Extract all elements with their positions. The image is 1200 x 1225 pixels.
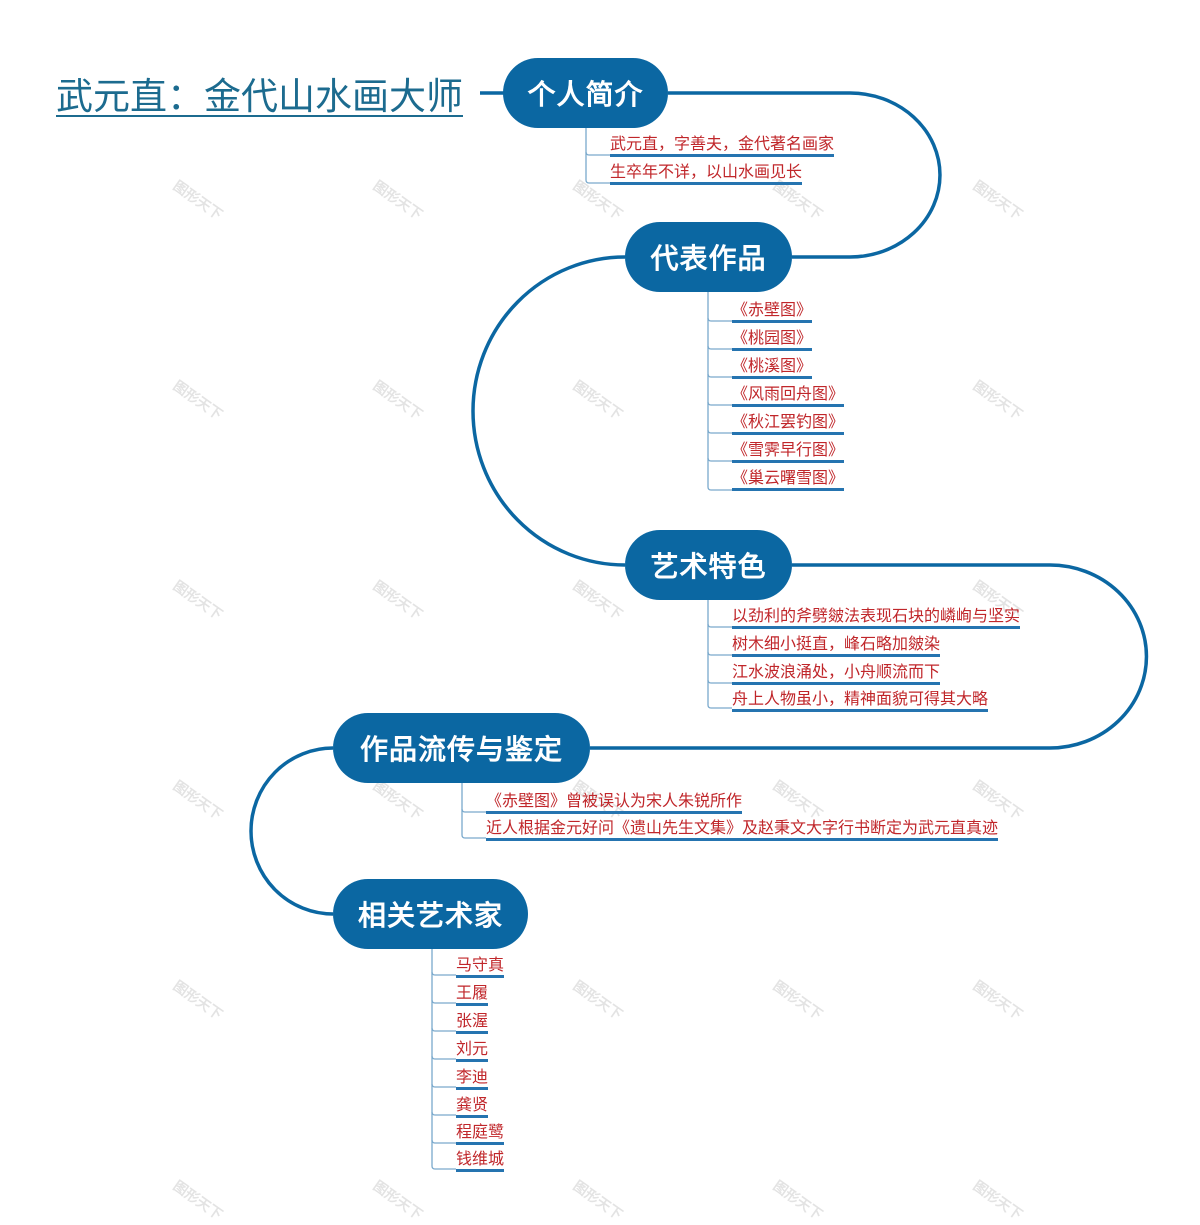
leaf-item[interactable]: 《巢云曙雪图》 [732, 468, 845, 491]
leaf-item[interactable]: 生卒年不详，以山水画见长 [610, 162, 803, 185]
leaf-item[interactable]: 李迪 [456, 1067, 489, 1090]
leaf-item[interactable]: 以劲利的斧劈皴法表现石块的嶙峋与坚实 [732, 606, 1021, 629]
leaf-item[interactable]: 龚贤 [456, 1095, 489, 1118]
leaf-item[interactable]: 刘元 [456, 1039, 489, 1062]
leaf-item[interactable]: 《赤壁图》 [732, 300, 813, 323]
leaf-item[interactable]: 钱维城 [456, 1149, 505, 1172]
leaf-item[interactable]: 《桃园图》 [732, 328, 813, 351]
branch-node-style[interactable]: 艺术特色 [625, 530, 792, 600]
leaf-item[interactable]: 树木细小挺直，峰石略加皴染 [732, 634, 941, 657]
leaf-item[interactable]: 江水波浪涌处，小舟顺流而下 [732, 662, 941, 685]
leaf-item[interactable]: 程庭鹭 [456, 1122, 505, 1145]
leaf-item[interactable]: 《桃溪图》 [732, 356, 813, 379]
leaf-item[interactable]: 马守真 [456, 955, 505, 978]
leaf-item[interactable]: 近人根据金元好问《遗山先生文集》及赵秉文大字行书断定为武元直真迹 [486, 818, 999, 841]
leaf-item[interactable]: 《雪霁早行图》 [732, 440, 845, 463]
leaf-item[interactable]: 王履 [456, 983, 489, 1006]
leaf-item[interactable]: 《秋江罢钓图》 [732, 412, 845, 435]
leaf-item[interactable]: 《风雨回舟图》 [732, 384, 845, 407]
central-topic[interactable]: 武元直：金代山水画大师 [56, 75, 463, 118]
branch-node-profile[interactable]: 个人简介 [503, 58, 668, 128]
branch-node-provenance[interactable]: 作品流传与鉴定 [333, 713, 590, 783]
branch-node-related-artists[interactable]: 相关艺术家 [333, 879, 528, 949]
leaf-item[interactable]: 舟上人物虽小，精神面貌可得其大略 [732, 689, 989, 712]
leaf-item[interactable]: 《赤壁图》曾被误认为宋人朱锐所作 [486, 791, 743, 814]
leaf-item[interactable]: 武元直，字善夫，金代著名画家 [610, 134, 835, 157]
branch-node-works[interactable]: 代表作品 [625, 222, 792, 292]
leaf-item[interactable]: 张渥 [456, 1011, 489, 1034]
